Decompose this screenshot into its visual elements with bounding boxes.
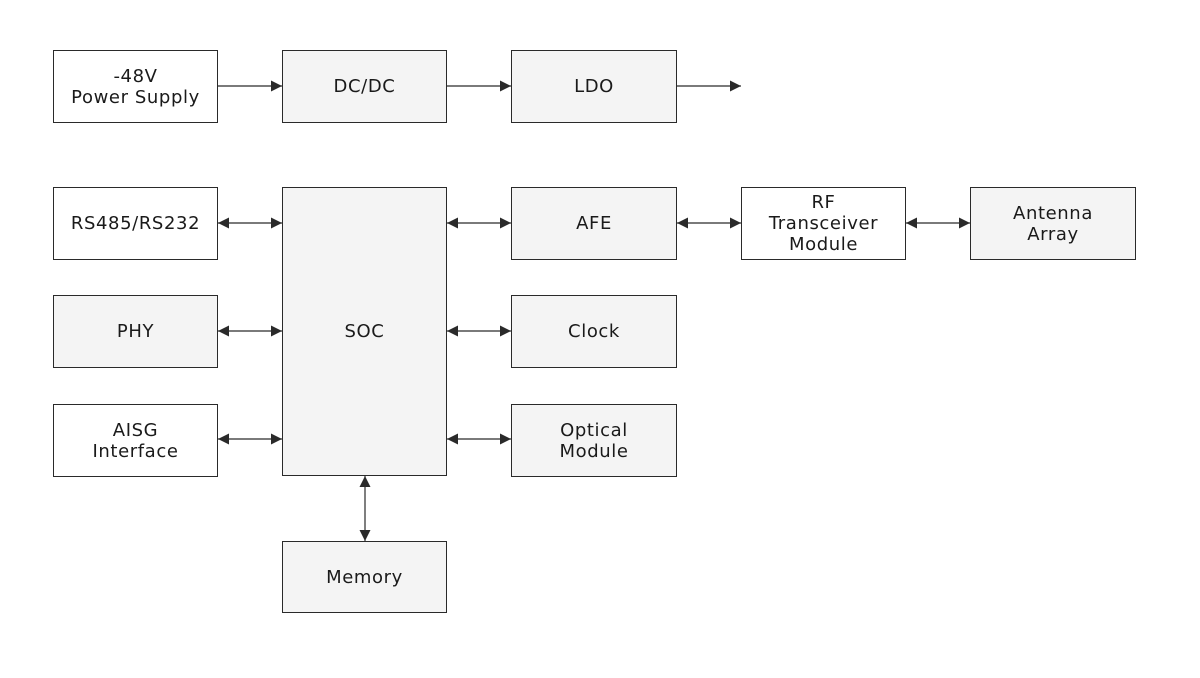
optical-module-label: Optical Module — [559, 419, 629, 462]
phy-label: PHY — [116, 321, 155, 342]
memory-label: Memory — [326, 566, 403, 588]
rs485-rs232-label: RS485/RS232 — [70, 213, 201, 234]
rf-transceiver-label: RF Transceiver Module — [768, 192, 879, 255]
antenna-array-block: Antenna Array — [970, 187, 1136, 260]
soc-block: SOC — [282, 187, 447, 476]
antenna-array-label: Antenna Array — [1013, 202, 1093, 245]
afe-block: AFE — [511, 187, 677, 260]
dcdc-label: DC/DC — [333, 76, 396, 97]
ldo-label: LDO — [574, 76, 614, 97]
clock-label: Clock — [568, 321, 620, 342]
power-supply-label: -48V Power Supply — [71, 65, 200, 108]
aisg-interface-block: AISG Interface — [53, 404, 218, 477]
clock-block: Clock — [511, 295, 677, 368]
rf-transceiver-block: RF Transceiver Module — [741, 187, 906, 260]
afe-label: AFE — [576, 213, 612, 234]
aisg-interface-label: AISG Interface — [92, 419, 179, 462]
rs485-rs232-block: RS485/RS232 — [53, 187, 218, 260]
memory-block: Memory — [282, 541, 447, 613]
phy-block: PHY — [53, 295, 218, 368]
dcdc-block: DC/DC — [282, 50, 447, 123]
power-supply-block: -48V Power Supply — [53, 50, 218, 123]
ldo-block: LDO — [511, 50, 677, 123]
optical-module-block: Optical Module — [511, 404, 677, 477]
soc-label: SOC — [344, 321, 385, 342]
